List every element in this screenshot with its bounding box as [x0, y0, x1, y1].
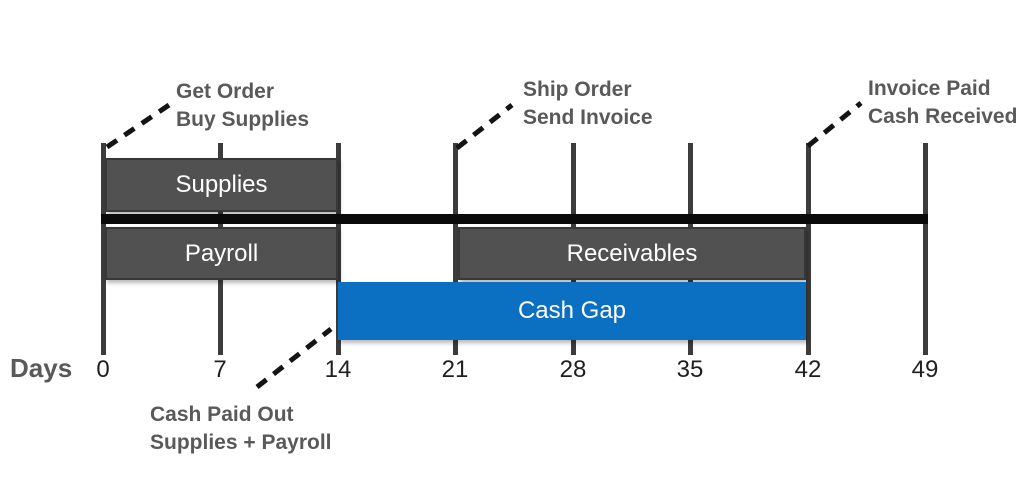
tick-label-42: 42	[794, 356, 822, 383]
annotation-ship-order-line2: Send Invoice	[523, 106, 653, 129]
dash-connector-ship-order	[455, 103, 514, 150]
bar-payroll-label: Payroll	[184, 239, 259, 267]
day-tick-0	[101, 143, 106, 355]
annotation-invoice-paid-line2: Cash Received	[868, 105, 1018, 128]
annotation-get-order-line1: Get Order	[176, 80, 275, 103]
annotation-ship-order: Ship Order Send Invoice	[523, 76, 653, 132]
tick-label-14: 14	[324, 356, 352, 383]
bar-cash-gap-label: Cash Gap	[517, 297, 627, 324]
bar-receivables: Receivables	[458, 227, 806, 280]
day-tick-21	[453, 143, 458, 355]
dash-connector-cash-paid-out	[255, 327, 333, 389]
bar-payroll: Payroll	[105, 227, 338, 280]
bar-receivables-label: Receivables	[566, 239, 698, 267]
tick-label-28: 28	[559, 356, 587, 383]
annotation-get-order-line2: Buy Supplies	[176, 108, 310, 131]
annotation-invoice-paid: Invoice Paid Cash Received	[868, 75, 1017, 131]
dash-connector-invoice-paid	[806, 101, 863, 148]
day-tick-49	[923, 143, 928, 355]
timeline-axis-line	[101, 214, 928, 224]
bar-supplies-label: Supplies	[175, 171, 268, 198]
day-tick-14	[336, 143, 341, 355]
bar-cash-gap: Cash Gap	[338, 282, 806, 340]
tick-label-21: 21	[441, 356, 469, 383]
annotation-ship-order-line1: Ship Order	[523, 78, 632, 101]
tick-label-35: 35	[676, 356, 704, 383]
annotation-cash-paid-out-line1: Cash Paid Out	[150, 403, 294, 426]
tick-label-49: 49	[911, 356, 939, 383]
annotation-cash-paid-out: Cash Paid Out Supplies + Payroll	[150, 401, 331, 457]
annotation-cash-paid-out-line2: Supplies + Payroll	[150, 431, 332, 454]
tick-label-7: 7	[213, 356, 227, 383]
annotation-invoice-paid-line1: Invoice Paid	[868, 77, 991, 100]
annotation-get-order: Get Order Buy Supplies	[176, 78, 309, 134]
dash-connector-get-order	[105, 102, 171, 150]
axis-title-days: Days	[10, 353, 73, 383]
bar-supplies: Supplies	[105, 158, 338, 212]
tick-label-0: 0	[96, 356, 110, 383]
day-tick-42	[806, 143, 811, 355]
